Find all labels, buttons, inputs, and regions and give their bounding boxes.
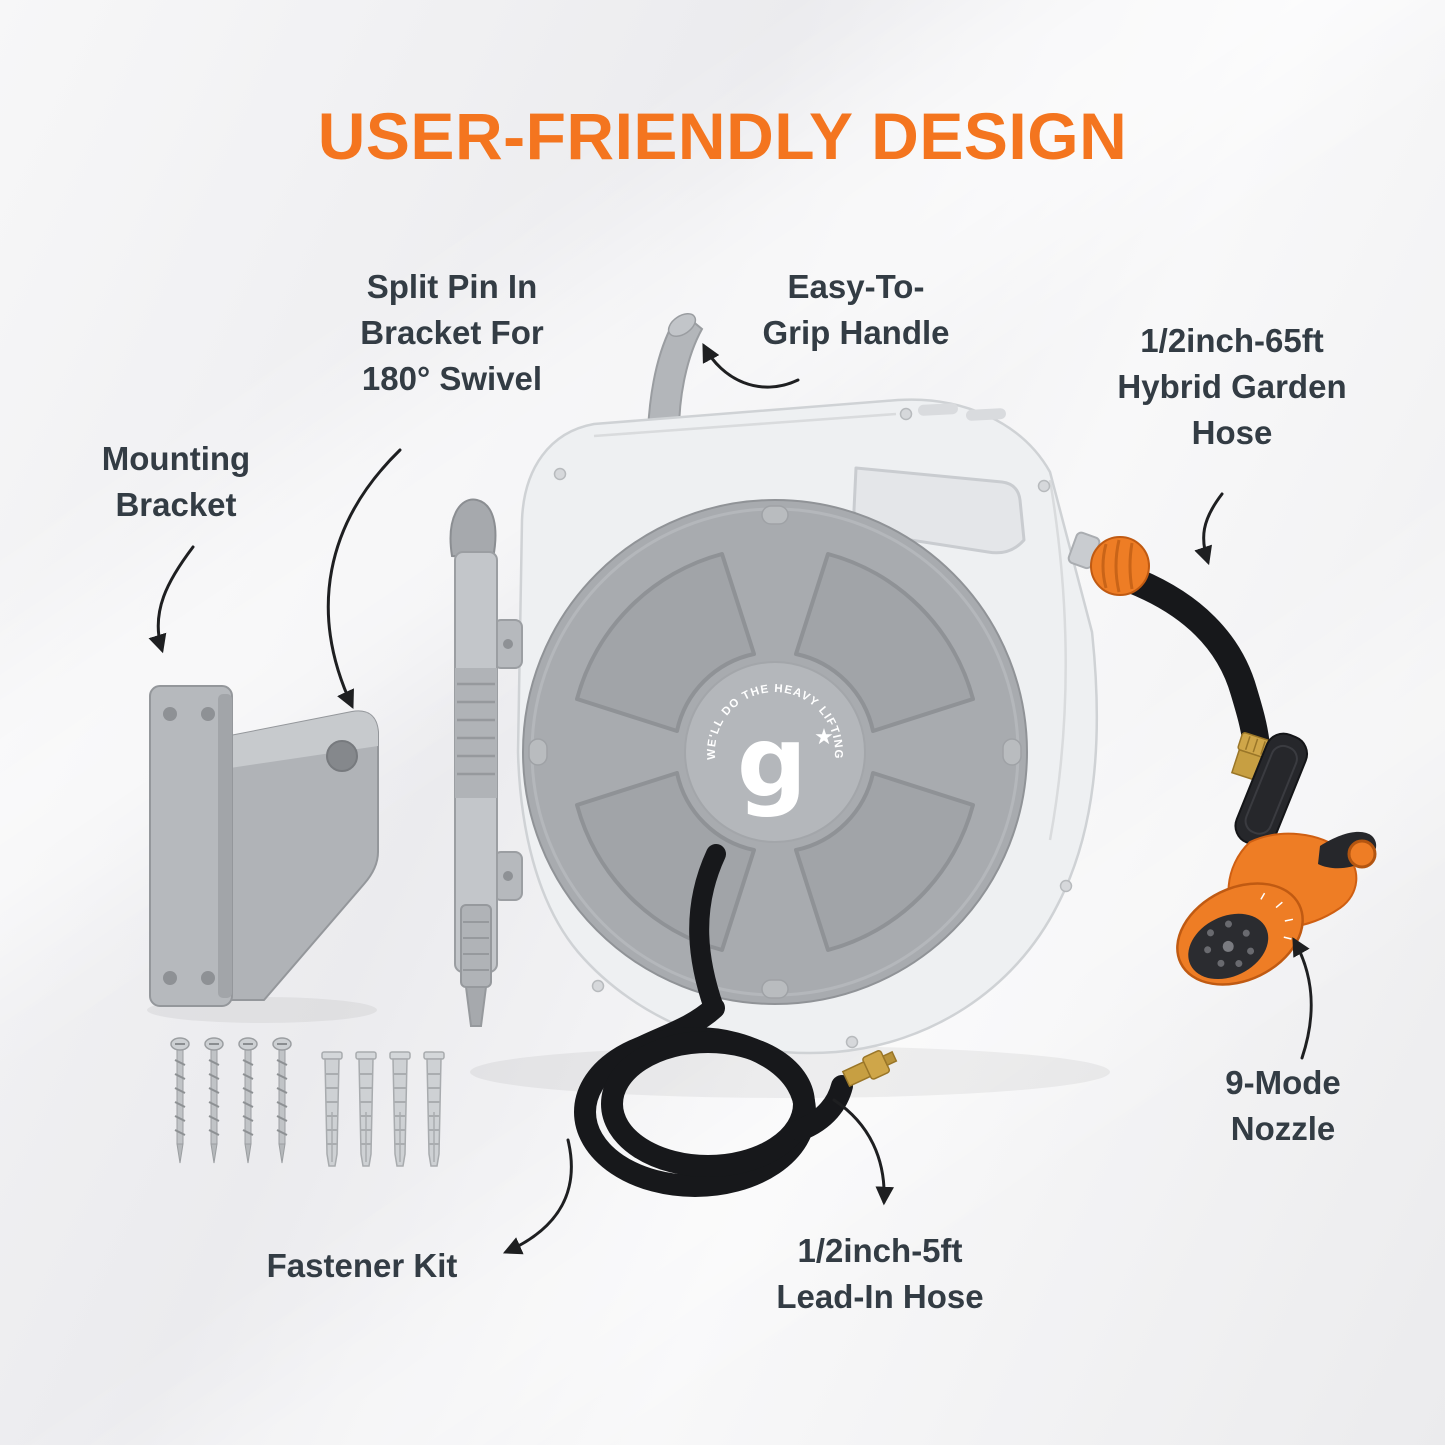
- arrow-lead-in-hose: [832, 1098, 895, 1206]
- grip-handle-illustration: [646, 313, 704, 434]
- lead-in-hose-illustration: [574, 997, 853, 1197]
- callout-grip-handle: Easy-To- Grip Handle: [762, 264, 949, 356]
- callout-garden-hose: 1/2inch-65ft Hybrid Garden Hose: [1117, 318, 1346, 456]
- arrow-garden-hose: [1194, 492, 1224, 566]
- screw: [272, 1037, 292, 1164]
- callout-line: Grip Handle: [762, 314, 950, 351]
- arrow-fastener-kit: [502, 1138, 573, 1255]
- lead-in-hose-brass-fitting: [841, 1050, 898, 1088]
- callout-line: Fastener Kit: [266, 1247, 458, 1284]
- bracket-screw-hole: [201, 971, 215, 985]
- nozzle-illustration: [1176, 732, 1377, 986]
- callout-line: 180° Swivel: [361, 360, 543, 397]
- fastener-kit-illustration: [170, 1037, 445, 1167]
- callout-line: 1/2inch-5ft: [797, 1232, 963, 1269]
- wall-anchor: [389, 1051, 411, 1167]
- arrow-split-pin: [326, 448, 402, 710]
- callout-split-pin: Split Pin In Bracket For 180° Swivel: [360, 264, 543, 402]
- callout-line: Easy-To-: [787, 268, 925, 305]
- callout-nozzle: 9-Mode Nozzle: [1225, 1060, 1341, 1152]
- callout-line: Bracket For: [360, 314, 544, 351]
- screw: [238, 1037, 258, 1164]
- callout-line: Nozzle: [1230, 1110, 1336, 1147]
- callout-lead-in-hose: 1/2inch-5ft Lead-In Hose: [776, 1228, 983, 1320]
- arrow-mounting-bracket: [148, 545, 195, 654]
- mounting-bracket-illustration: [149, 685, 379, 1007]
- nozzle-mode-dial: [1176, 882, 1304, 986]
- callout-line: Split Pin In: [366, 268, 538, 305]
- callout-line: 1/2inch-65ft: [1140, 322, 1324, 359]
- wall-anchor: [355, 1051, 377, 1167]
- callout-fastener-kit: Fastener Kit: [267, 1243, 458, 1289]
- split-pin-tab: [449, 498, 497, 560]
- logo-letter: g: [737, 706, 807, 820]
- bracket-screw-hole: [163, 707, 177, 721]
- bracket-screw-hole: [163, 971, 177, 985]
- bracket-screw-hole: [201, 707, 215, 721]
- wall-anchor: [423, 1051, 445, 1167]
- internal-hose-segment: [689, 844, 726, 1018]
- arrow-nozzle: [1292, 937, 1313, 1060]
- split-pin-swivel-bracket: [449, 498, 523, 1027]
- callout-line: Hybrid Garden: [1117, 368, 1347, 405]
- callout-line: Lead-In Hose: [776, 1278, 984, 1315]
- callout-line: Hose: [1191, 414, 1273, 451]
- housing-screws: [553, 407, 1073, 1049]
- callout-line: Mounting: [101, 440, 251, 477]
- arrow-grip-handle: [702, 343, 800, 389]
- callout-line: 9-Mode: [1225, 1064, 1341, 1101]
- callout-mounting-bracket: Mounting Bracket: [102, 436, 250, 528]
- reel-drum: [522, 499, 1028, 1005]
- hose-orange-connector: [1090, 536, 1150, 596]
- screw: [204, 1037, 224, 1164]
- callout-line: Bracket: [115, 486, 237, 523]
- garden-hose-illustration: [1067, 531, 1270, 756]
- screw: [170, 1037, 190, 1164]
- page-title: USER-FRIENDLY DESIGN: [317, 99, 1128, 173]
- nozzle-rear-knob: [1347, 839, 1377, 869]
- logo-star-icon: ★: [814, 725, 834, 750]
- wall-anchor: [321, 1051, 343, 1167]
